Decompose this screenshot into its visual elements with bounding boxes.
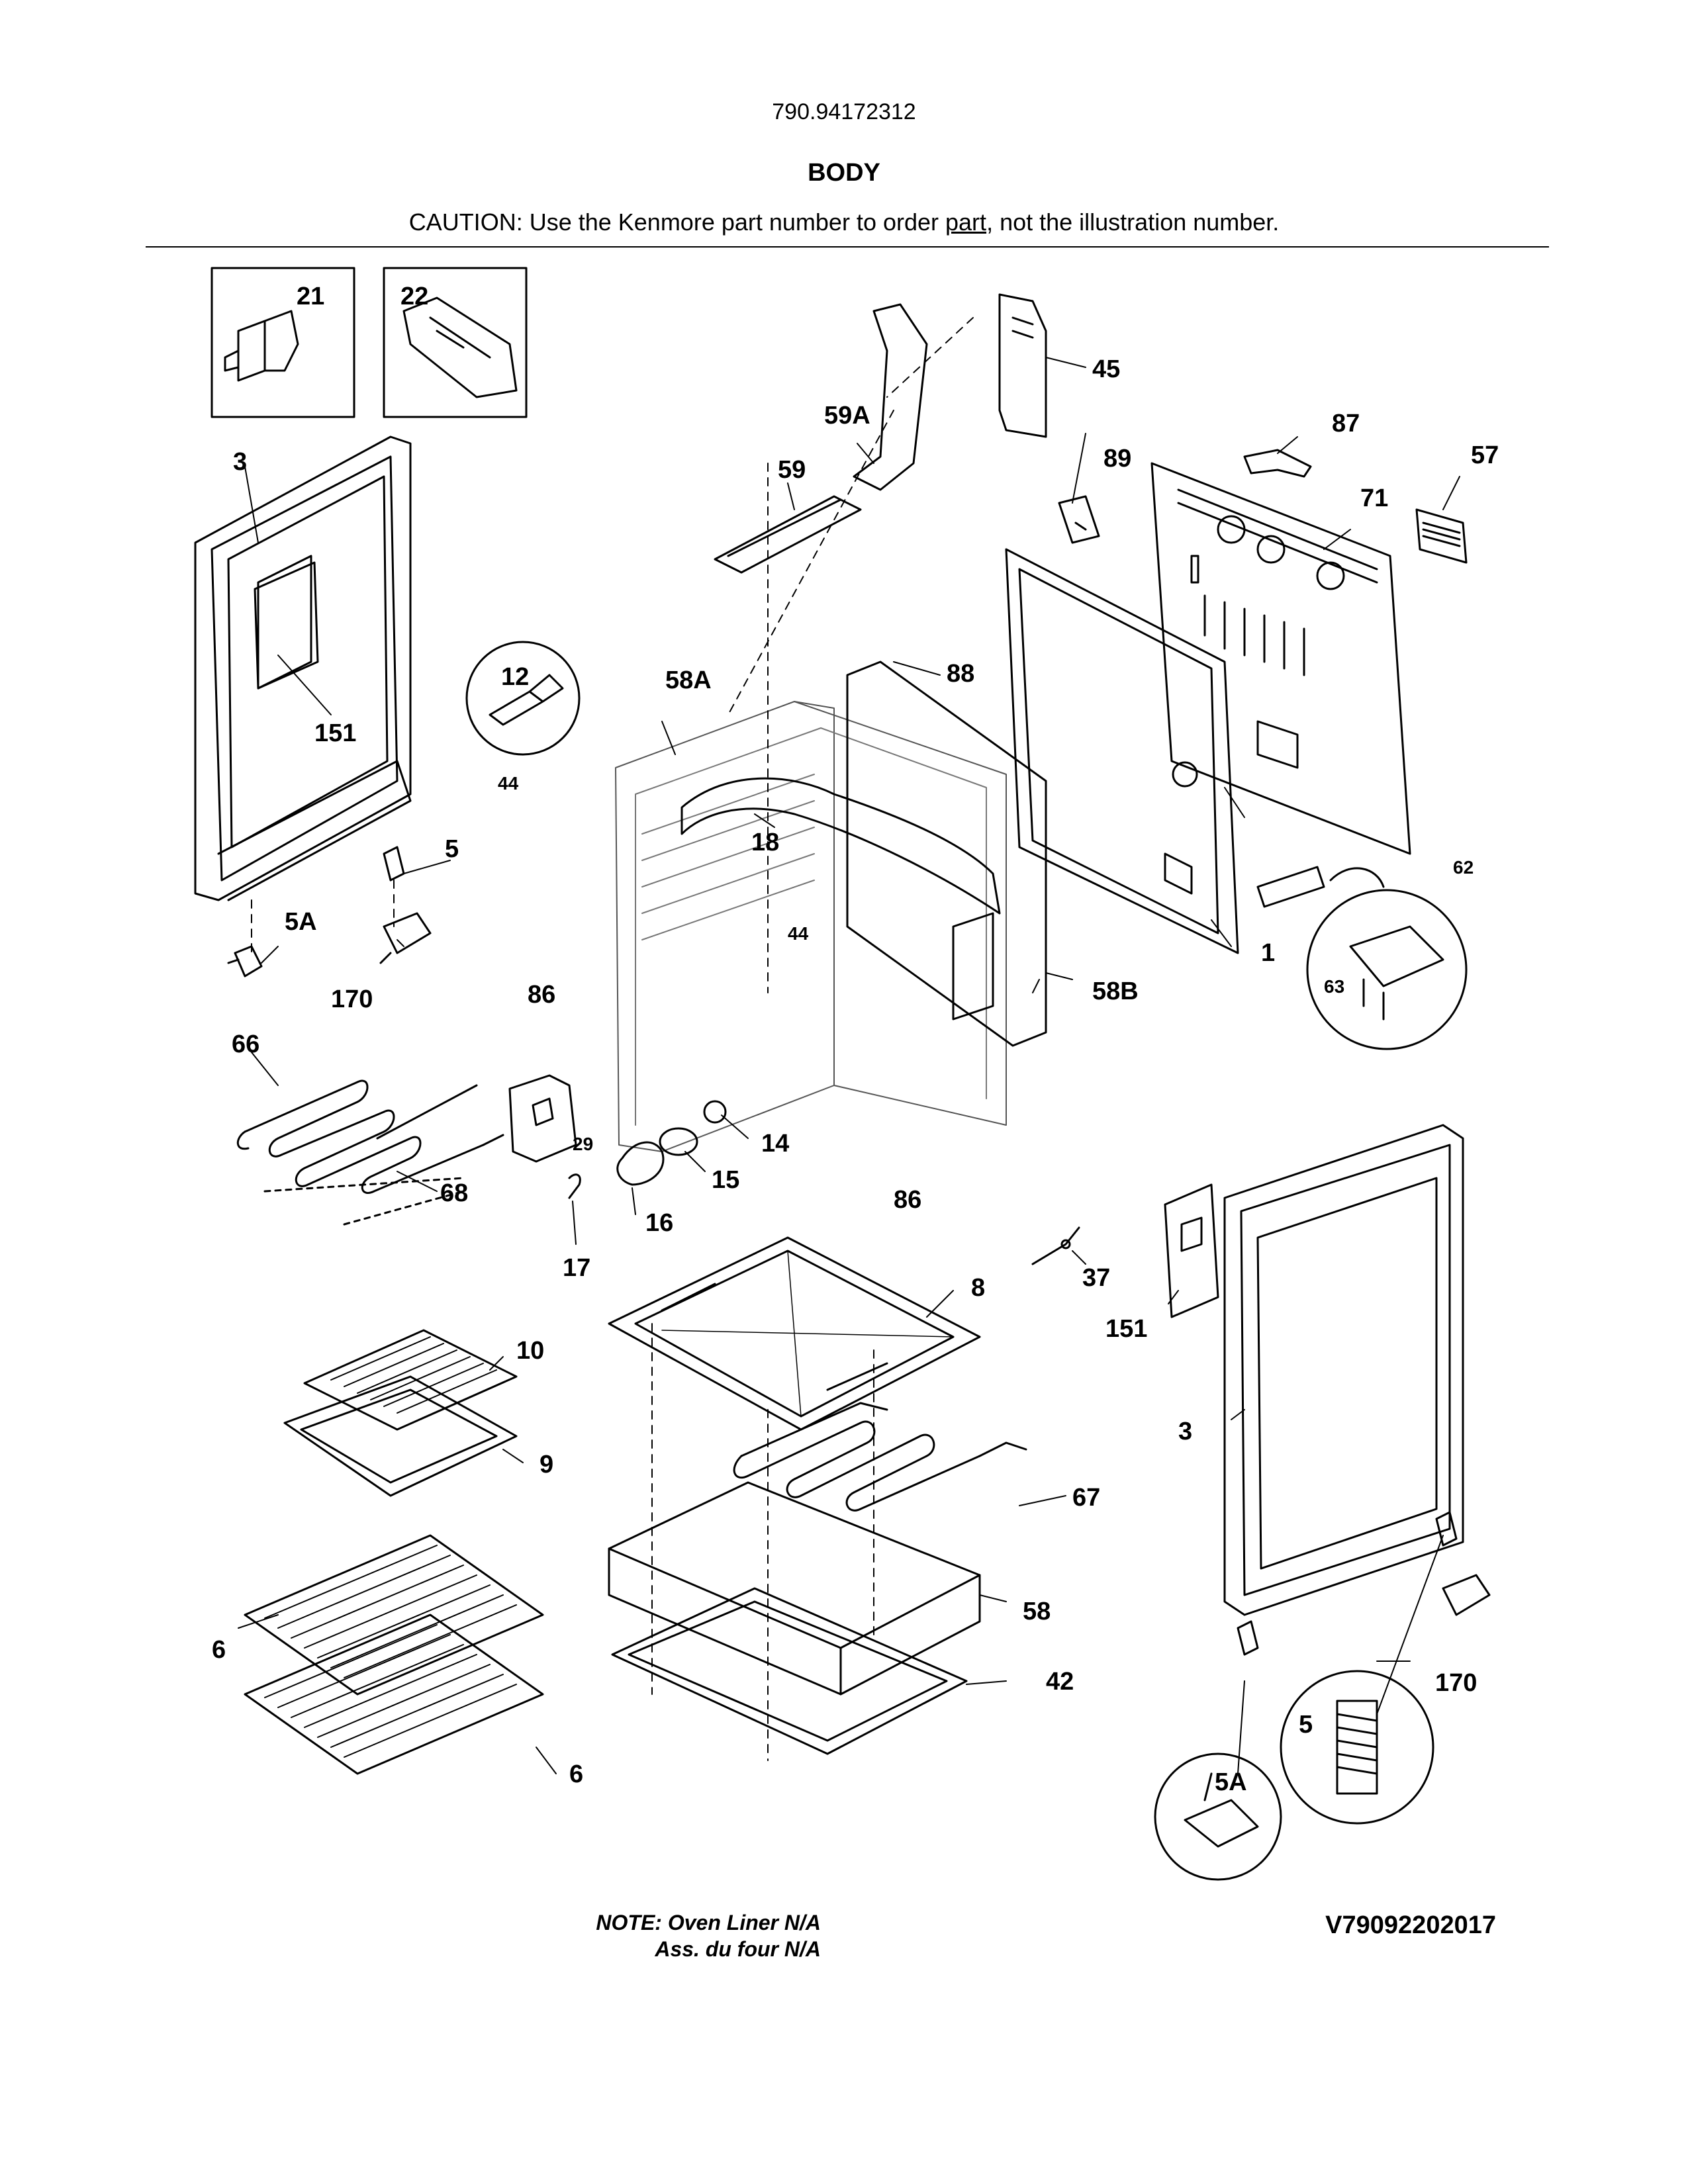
note-line-1: NOTE: Oven Liner N/A — [596, 1911, 821, 1934]
callout-10: 10 — [516, 1337, 544, 1365]
insulation-58 — [608, 1481, 981, 1696]
diagram-code: V79092202017 — [1325, 1911, 1496, 1939]
callout-87: 87 — [1332, 410, 1360, 437]
model-number: 790.94172312 — [772, 99, 916, 124]
oven-door-left — [194, 435, 412, 901]
callout-5-right: 5 — [1299, 1711, 1313, 1739]
callout-89: 89 — [1103, 445, 1131, 473]
footer-note: NOTE: Oven Liner N/A Ass. du four N/A — [543, 1909, 821, 1962]
callout-3-right: 3 — [1178, 1418, 1192, 1445]
terminal-block-62-inset — [1256, 866, 1468, 1050]
callout-88: 88 — [947, 660, 974, 688]
callout-58A: 58A — [665, 666, 712, 694]
callout-21: 21 — [297, 283, 324, 310]
bake-element-67 — [733, 1402, 1027, 1512]
broiler-pan-9 — [283, 1375, 518, 1497]
alignment-lines — [251, 317, 974, 1761]
callout-71: 71 — [1360, 484, 1388, 512]
bracket-89 — [1058, 495, 1100, 544]
header-rule — [146, 246, 1549, 248]
callout-58: 58 — [1023, 1598, 1051, 1625]
callout-9: 9 — [539, 1451, 553, 1479]
callout-labels: 21 22 3 151 5 5A 170 12 44 58A 18 44 86 … — [212, 283, 1499, 1796]
callout-57: 57 — [1471, 441, 1499, 469]
callout-15: 15 — [712, 1166, 739, 1194]
oven-rack-upper — [244, 1534, 544, 1696]
broiler-grill-10 — [303, 1329, 518, 1431]
callout-170-right: 170 — [1435, 1669, 1477, 1697]
rear-cover — [1150, 462, 1411, 855]
caution-prefix: CAUTION: Use the Kenmore part number to … — [408, 208, 946, 236]
callout-59: 59 — [778, 456, 806, 484]
callout-151-right: 151 — [1105, 1315, 1147, 1343]
callout-170-left: 170 — [331, 985, 373, 1013]
leveler-5-inset — [1280, 1670, 1434, 1825]
callout-17: 17 — [563, 1254, 590, 1282]
leveler-right-small — [1237, 1511, 1491, 1656]
leader-lines — [238, 357, 1460, 1774]
sensor-37 — [1031, 1226, 1080, 1265]
callout-59A: 59A — [824, 402, 870, 430]
light-socket-12-inset — [465, 641, 581, 756]
back-panel — [1005, 548, 1239, 954]
callout-18: 18 — [751, 829, 779, 856]
callout-86-left: 86 — [528, 981, 555, 1009]
oven-cavity — [615, 701, 1007, 1152]
callout-6-lower: 6 — [569, 1760, 583, 1788]
callout-45: 45 — [1092, 355, 1120, 383]
callout-44-b: 44 — [788, 923, 809, 944]
wire-68 — [263, 1177, 465, 1226]
oven-rack-lower — [244, 1614, 544, 1775]
callout-86-right: 86 — [894, 1186, 921, 1214]
callout-58B: 58B — [1092, 978, 1139, 1005]
callout-66: 66 — [232, 1030, 259, 1058]
callout-29: 29 — [573, 1134, 593, 1154]
vent-duct-59A — [853, 303, 928, 491]
callout-68: 68 — [440, 1179, 468, 1207]
callout-8: 8 — [971, 1274, 985, 1302]
oven-door-right — [1223, 1124, 1464, 1616]
lamp-14-15-16 — [568, 1100, 727, 1199]
vent-duct-59 — [714, 495, 862, 574]
caution-part-word: part — [945, 208, 987, 236]
callout-37: 37 — [1082, 1264, 1110, 1292]
pan-42 — [611, 1587, 968, 1755]
socket-29 — [508, 1074, 577, 1163]
note-line-2: Ass. du four N/A — [655, 1937, 821, 1961]
callout-62: 62 — [1453, 857, 1474, 878]
callout-22: 22 — [400, 283, 428, 310]
vent-cover-45 — [998, 293, 1047, 438]
callout-6-upper: 6 — [212, 1636, 226, 1664]
callout-3-left: 3 — [233, 448, 247, 476]
callout-12: 12 — [501, 663, 529, 691]
inset-box-21 — [211, 267, 355, 418]
insulation-wrap — [680, 660, 1047, 1047]
section-title: BODY — [808, 159, 880, 187]
hinge-bracket-151-left — [254, 561, 319, 690]
callout-63: 63 — [1324, 976, 1344, 997]
broil-element-66 — [236, 1079, 504, 1194]
small-cover-57 — [1415, 508, 1468, 564]
oven-bottom-8 — [608, 1236, 981, 1431]
callout-44-a: 44 — [498, 773, 519, 794]
callout-5A-right: 5A — [1215, 1768, 1247, 1796]
callout-67: 67 — [1072, 1484, 1100, 1512]
callout-16: 16 — [645, 1209, 673, 1237]
hinge-bracket-151-right — [1164, 1183, 1219, 1318]
callout-5A-left: 5A — [285, 908, 317, 936]
bracket-5A-inset — [1154, 1752, 1282, 1881]
callout-42: 42 — [1046, 1668, 1074, 1696]
callout-151-left: 151 — [314, 719, 356, 747]
leveler-left — [227, 846, 432, 978]
caution-suffix: , not the illustration number. — [986, 208, 1280, 236]
callout-5-left: 5 — [445, 835, 459, 863]
inset-box-22 — [383, 267, 528, 418]
bracket-87 — [1243, 449, 1312, 478]
callout-1: 1 — [1261, 939, 1275, 967]
caution-text: CAUTION: Use the Kenmore part number to … — [0, 208, 1688, 236]
callout-14: 14 — [761, 1130, 789, 1158]
